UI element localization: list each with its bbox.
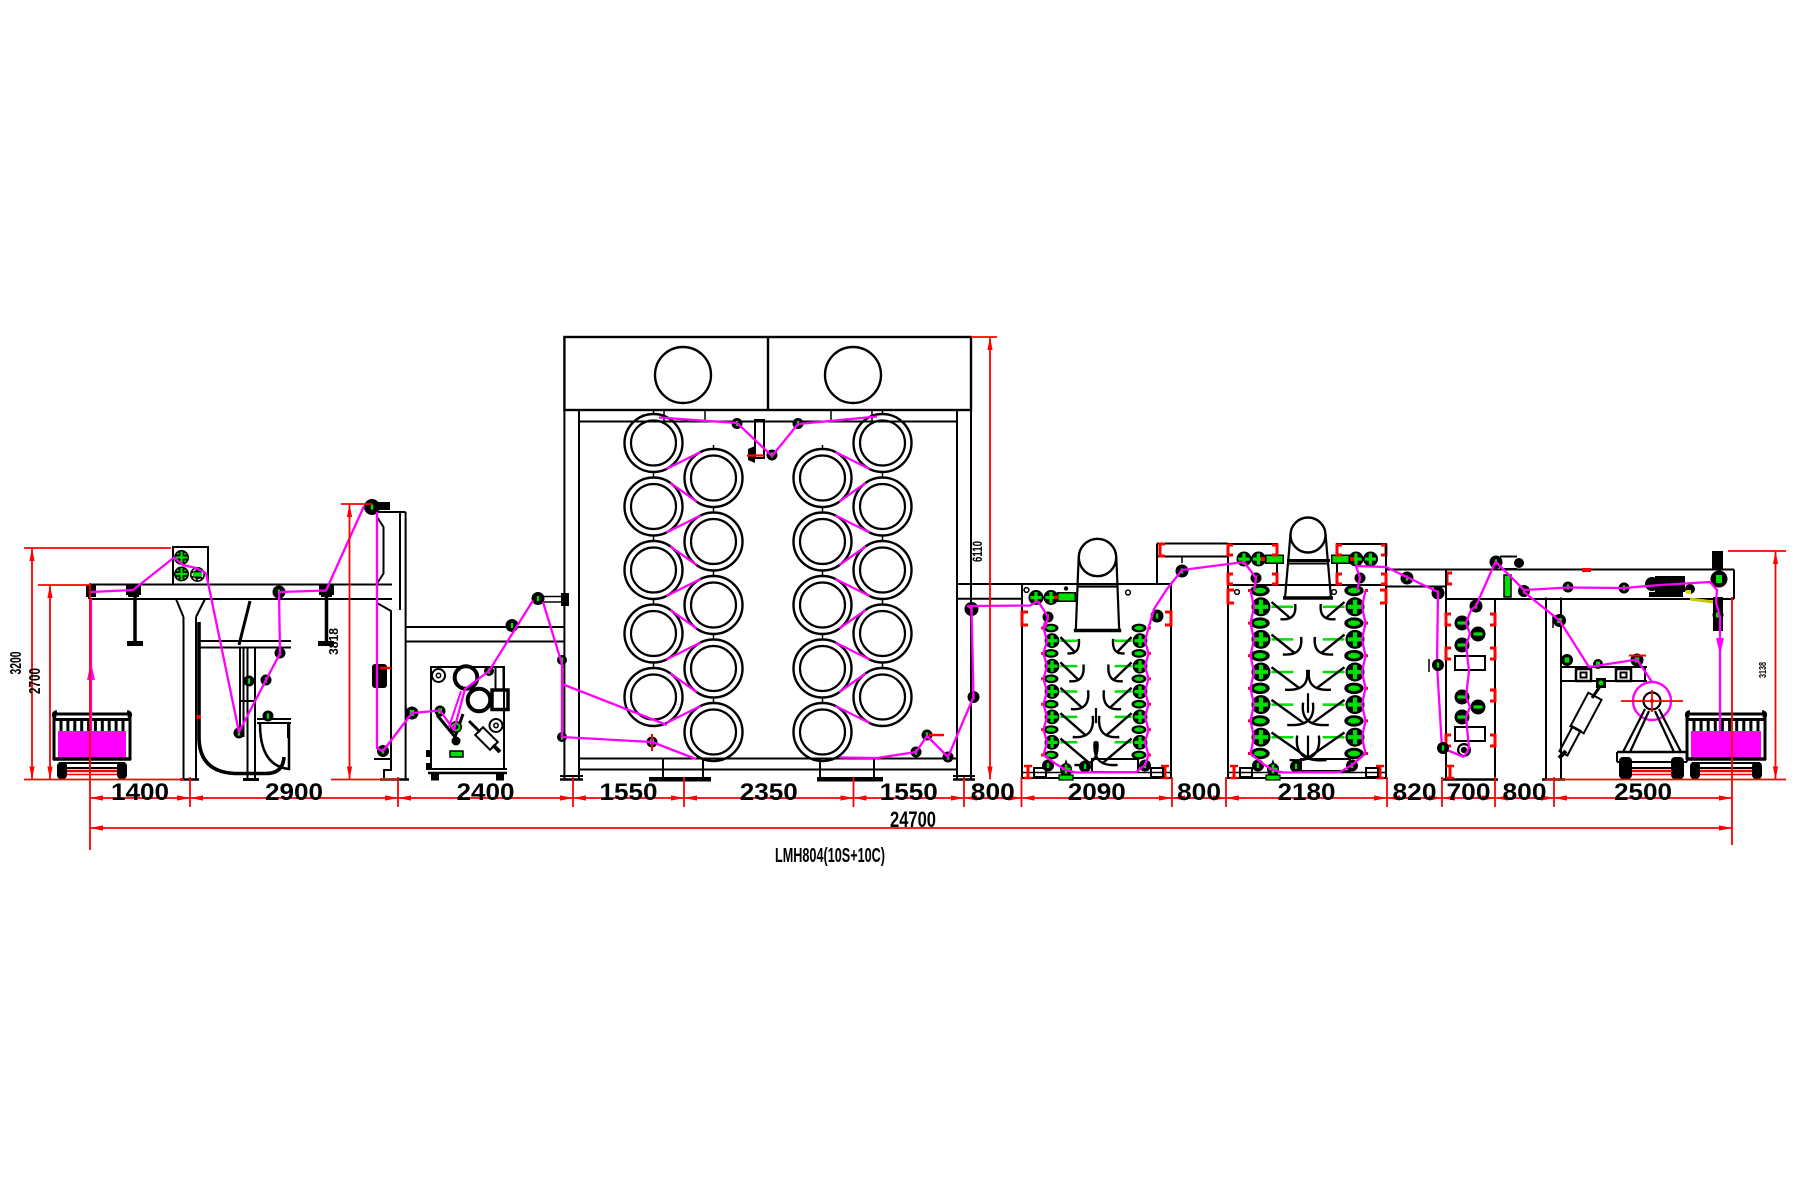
svg-text:3200: 3200 <box>8 651 25 674</box>
svg-text:800: 800 <box>971 779 1015 806</box>
svg-text:2400: 2400 <box>457 779 515 806</box>
svg-text:2350: 2350 <box>740 779 798 806</box>
svg-text:1400: 1400 <box>111 779 169 806</box>
svg-text:820: 820 <box>1393 779 1437 806</box>
svg-text:2900: 2900 <box>265 779 323 806</box>
svg-text:800: 800 <box>1177 779 1221 806</box>
svg-text:2500: 2500 <box>1614 779 1672 806</box>
svg-text:800: 800 <box>1503 779 1547 806</box>
svg-text:700: 700 <box>1447 779 1491 806</box>
svg-text:3818: 3818 <box>326 628 341 655</box>
svg-text:2180: 2180 <box>1278 779 1336 806</box>
svg-text:LMH804(10S+10C): LMH804(10S+10C) <box>775 845 885 867</box>
svg-text:3138: 3138 <box>1757 662 1769 678</box>
svg-text:2700: 2700 <box>27 668 44 694</box>
svg-text:24700: 24700 <box>890 807 936 832</box>
svg-text:2090: 2090 <box>1068 779 1126 806</box>
svg-text:6110: 6110 <box>969 541 985 562</box>
svg-text:1550: 1550 <box>880 779 938 806</box>
svg-text:1550: 1550 <box>600 779 658 806</box>
